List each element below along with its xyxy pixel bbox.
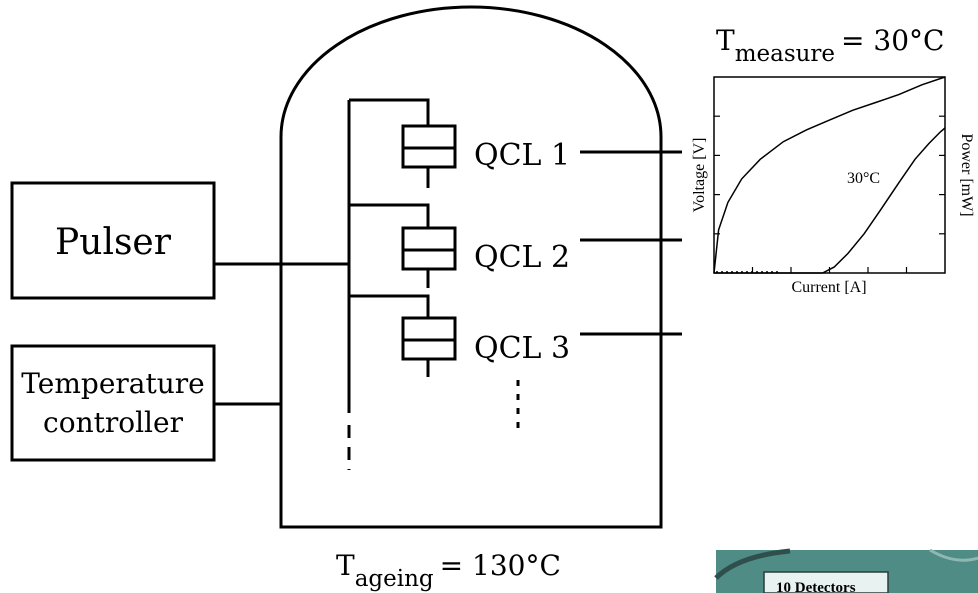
liv-chart-frame: [714, 77, 945, 273]
photo-caption: 10 Detectors: [776, 580, 856, 593]
qcl-2-label: QCL 2: [474, 240, 570, 275]
temperature-controller-box: [12, 346, 214, 460]
temperature-controller-label-line1: Temperature: [21, 367, 204, 400]
qcl-1-label: QCL 1: [474, 138, 570, 173]
qcl-2-symbol: [403, 228, 455, 288]
branch-qcl3: [349, 296, 428, 318]
branch-qcl1: [349, 100, 428, 126]
chart-ylabel-left: Voltage [V]: [691, 138, 708, 213]
branch-qcl2: [349, 205, 428, 228]
qcl-3-symbol: [403, 318, 455, 377]
chart-annotation-temperature: 30°C: [847, 170, 880, 187]
photo-inset: 10 Detectors: [716, 550, 978, 593]
chart-xlabel: Current [A]: [791, 279, 866, 296]
qcl-1-symbol: [403, 126, 455, 188]
ageing-temperature-label: Tageing= 130°C: [336, 549, 561, 592]
chart-ylabel-right: Power [mW]: [958, 133, 975, 216]
qcl-3-label: QCL 3: [474, 331, 570, 366]
measure-temperature-label: Tmeasure= 30°C: [716, 24, 944, 67]
temperature-controller-block: Temperature controller: [12, 346, 214, 460]
pulser-label: Pulser: [55, 222, 172, 263]
liv-chart: 30°C Current [A] Voltage [V] Power [mW]: [691, 77, 975, 296]
temperature-controller-label-line2: controller: [43, 406, 184, 439]
pulser-block: Pulser: [12, 183, 214, 298]
ageing-chamber-outline: [281, 7, 661, 527]
